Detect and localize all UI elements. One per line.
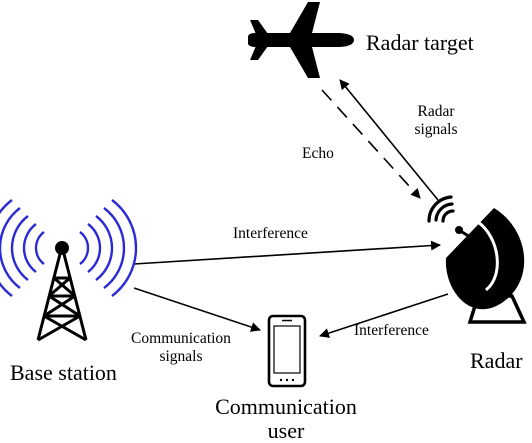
comm-user-line2: user [267,418,305,443]
airplane-icon [248,2,354,78]
radar-dish-icon [427,195,527,324]
base-station-label: Base station [10,360,117,385]
radar-label: Radar [470,348,523,373]
radar-signals-line2: signals [414,120,458,138]
comm-user-label: Communication user [206,394,366,443]
radar-target-label: Radar target [366,30,474,55]
radar-signals-arrow [339,79,439,201]
comm-user-line1: Communication [215,394,357,419]
comm-signals-arrow [133,287,261,332]
interference-arrow-top [133,240,441,265]
echo-label: Echo [302,145,334,162]
cell-tower-icon [0,199,138,342]
smartphone-icon [267,314,307,388]
echo-arrow [321,89,421,199]
interference-top-label: Interference [233,225,308,242]
comm-signals-line1: Communication [131,330,231,347]
interference-bottom-label: Interference [354,322,429,339]
radar-signals-line1: Radar [417,103,455,120]
interference-arrow-bottom [319,293,449,338]
comm-signals-label: Communication signals [118,330,244,366]
radar-signals-label: Radar signals [408,103,464,139]
comm-signals-line2: signals [159,347,203,365]
